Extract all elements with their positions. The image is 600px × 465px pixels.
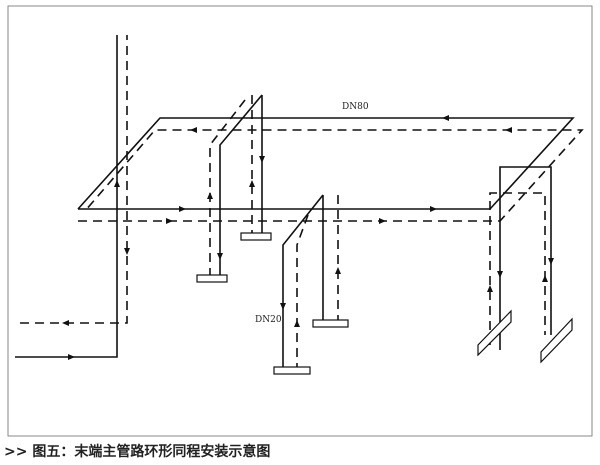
branch-riser-3 xyxy=(477,166,573,364)
figure-caption: >> 图五：末端主管路环形同程安装示意图 xyxy=(4,444,271,460)
diagram-frame xyxy=(7,5,593,437)
fixture xyxy=(477,309,512,357)
dn80-label: DN80 xyxy=(342,102,369,112)
fixture xyxy=(540,317,573,364)
dn20-label: DN20 xyxy=(255,315,282,325)
main-riser xyxy=(15,35,128,358)
flow-arrows xyxy=(62,115,554,360)
fixture xyxy=(196,274,228,283)
branch-riser-2 xyxy=(273,194,349,375)
branch-riser-1 xyxy=(196,94,272,283)
fixture xyxy=(312,319,349,328)
fixture xyxy=(273,366,311,375)
main-loop-dn80 xyxy=(77,117,584,222)
fixture xyxy=(240,232,272,241)
